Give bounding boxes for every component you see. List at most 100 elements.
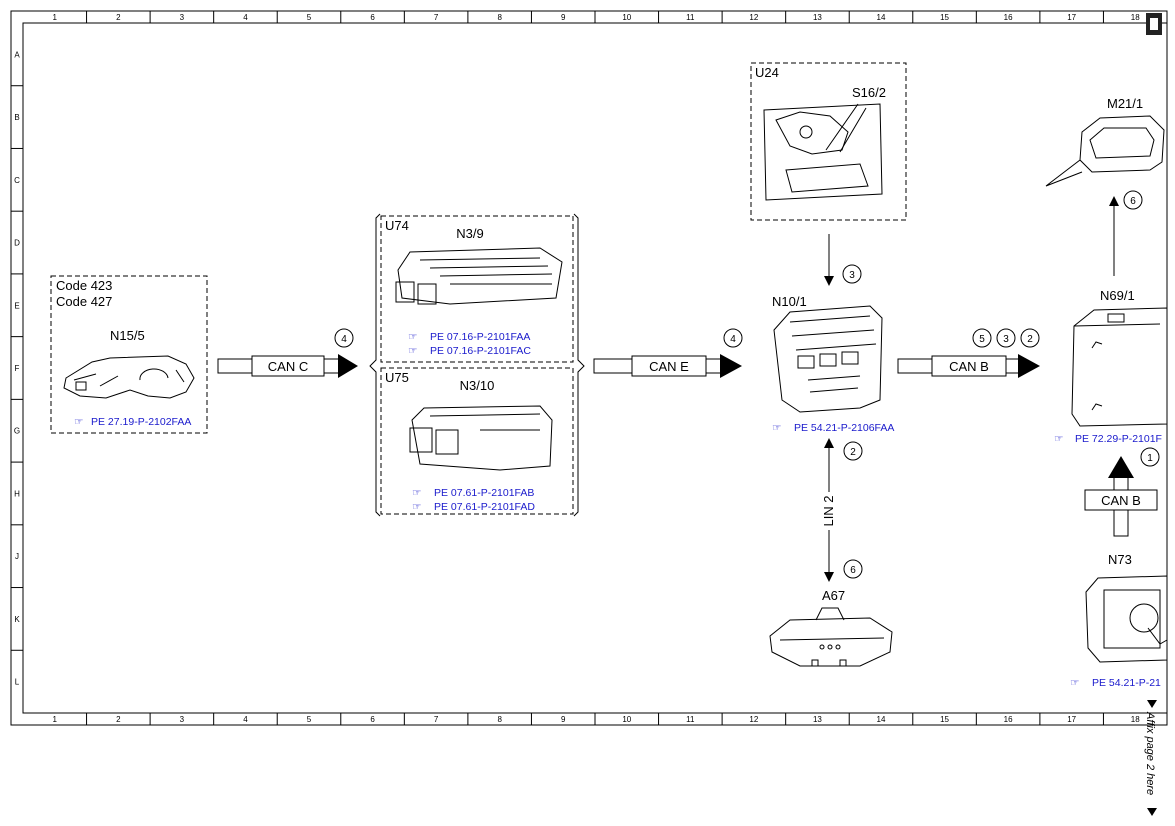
u75-box: U75 N3/10 ☞ PE 07.61-P-2101FAB ☞ PE 07.6… xyxy=(380,367,574,515)
a67-label: A67 xyxy=(822,588,845,603)
n3-9-ref2-icon: ☞ xyxy=(408,345,417,357)
m21-1-mirror: M21/1 6 xyxy=(1045,96,1165,276)
lin2-label: LIN 2 xyxy=(821,495,836,526)
m21-1-label: M21/1 xyxy=(1107,96,1143,111)
grid-col-top-9: 9 xyxy=(561,13,566,22)
u24-box: U24 S16/2 3 xyxy=(750,62,907,286)
n69-1-door-module-drawing xyxy=(1071,307,1168,427)
grid-col-bottom-15: 15 xyxy=(940,715,949,724)
can-b-bus-vertical: CAN B 1 xyxy=(1084,447,1160,537)
can-b-label-2: CAN B xyxy=(1101,493,1141,508)
n15-5-label: N15/5 xyxy=(110,328,145,343)
grid-col-bottom-16: 16 xyxy=(1004,715,1013,724)
u75-label: U75 xyxy=(385,370,409,385)
grid-col-top-3: 3 xyxy=(180,13,185,22)
affix-note-text: Affix page 2 here xyxy=(1144,711,1156,795)
n3-9-ref2[interactable]: PE 07.16-P-2101FAC xyxy=(430,345,531,357)
n3-10-ref2-icon: ☞ xyxy=(412,501,421,513)
grid-col-top-13: 13 xyxy=(813,13,822,22)
code-423-label: Code 423 xyxy=(56,278,112,293)
n15-5-module-drawing xyxy=(63,355,195,399)
grid-col-bottom-9: 9 xyxy=(561,715,566,724)
lin2-line: LIN 2 2 6 xyxy=(819,438,863,582)
grid-col-bottom-2: 2 xyxy=(116,715,121,724)
affix-note: Affix page 2 here xyxy=(1144,700,1157,816)
marker-can-b-a: 5 xyxy=(979,334,985,345)
grid-col-bottom-14: 14 xyxy=(877,715,886,724)
n3-10-ref1-icon: ☞ xyxy=(412,487,421,499)
n69-1-ref-icon: ☞ xyxy=(1054,433,1063,445)
grid-row-C: C xyxy=(14,176,20,185)
grid-col-bottom-12: 12 xyxy=(749,715,758,724)
marker-can-c: 4 xyxy=(341,334,347,345)
grid-col-top-15: 15 xyxy=(940,13,949,22)
n15-5-box: Code 423 Code 427 N15/5 ☞ PE 27.19-P-210… xyxy=(50,275,208,434)
marker-n73: 1 xyxy=(1147,453,1153,464)
grid-col-bottom-10: 10 xyxy=(622,715,631,724)
a67-mirror-drawing xyxy=(769,607,893,667)
n69-1-ref[interactable]: PE 72.29-P-2101F xyxy=(1075,433,1162,445)
can-e-bus: CAN E 4 xyxy=(593,328,743,378)
n3-10-ref1[interactable]: PE 07.61-P-2101FAB xyxy=(434,487,534,499)
grid-col-top-10: 10 xyxy=(622,13,631,22)
s16-2-label: S16/2 xyxy=(852,85,886,100)
grid-col-top-7: 7 xyxy=(434,13,439,22)
n3-9-label: N3/9 xyxy=(456,226,483,241)
n73-ignition-switch-drawing xyxy=(1085,575,1168,663)
n15-5-ref[interactable]: PE 27.19-P-2102FAA xyxy=(91,416,191,428)
marker-can-e: 4 xyxy=(730,334,736,345)
n73-label: N73 xyxy=(1108,552,1132,567)
marker-u24: 3 xyxy=(849,270,855,281)
grid-col-bottom-6: 6 xyxy=(370,715,375,724)
u24-label: U24 xyxy=(755,65,779,80)
s16-2-switch-drawing xyxy=(763,103,883,201)
grid-col-bottom-1: 1 xyxy=(53,715,58,724)
grid-col-top-2: 2 xyxy=(116,13,121,22)
u74-box: U74 N3/9 ☞ PE 07.16-P-2101FAA ☞ PE 07.16… xyxy=(380,215,574,363)
n10-1-label: N10/1 xyxy=(772,294,807,309)
n3-10-ecu-drawing xyxy=(409,405,553,471)
can-e-label: CAN E xyxy=(649,359,689,374)
grid-col-bottom-5: 5 xyxy=(307,715,312,724)
grid-col-top-11: 11 xyxy=(686,13,695,22)
grid-col-bottom-4: 4 xyxy=(243,715,248,724)
can-c-bus: CAN C 4 xyxy=(217,328,358,378)
grid-col-top-17: 17 xyxy=(1067,13,1076,22)
grid-col-top-18: 18 xyxy=(1131,13,1140,22)
grid-col-bottom-3: 3 xyxy=(180,715,185,724)
n73-ref[interactable]: PE 54.21-P-21 xyxy=(1092,677,1161,689)
n10-1-ref[interactable]: PE 54.21-P-2106FAA xyxy=(794,422,894,434)
can-b-bus-horizontal: CAN B 5 3 2 xyxy=(897,328,1040,378)
n10-1-fuse-box-drawing xyxy=(773,305,883,413)
grid-col-bottom-13: 13 xyxy=(813,715,822,724)
grid-row-H: H xyxy=(14,489,20,498)
grid-col-top-14: 14 xyxy=(877,13,886,22)
grid-row-E: E xyxy=(14,301,19,310)
engine-ecu-group xyxy=(369,213,585,517)
n3-10-ref2[interactable]: PE 07.61-P-2101FAD xyxy=(434,501,535,513)
u74-label: U74 xyxy=(385,218,409,233)
grid-col-top-8: 8 xyxy=(497,13,502,22)
grid-row-B: B xyxy=(14,113,19,122)
page-tab-icon xyxy=(1146,13,1162,35)
grid-row-L: L xyxy=(15,678,20,687)
n73-ref-icon: ☞ xyxy=(1070,677,1079,689)
marker-lin-top: 2 xyxy=(850,447,856,458)
n69-1-label: N69/1 xyxy=(1100,288,1135,303)
n3-9-ref1-icon: ☞ xyxy=(408,331,417,343)
n3-9-ref1[interactable]: PE 07.16-P-2101FAA xyxy=(430,331,530,343)
grid-col-bottom-18: 18 xyxy=(1131,715,1140,724)
grid-col-bottom-8: 8 xyxy=(497,715,502,724)
grid-col-top-1: 1 xyxy=(53,13,58,22)
marker-can-b-c: 2 xyxy=(1027,334,1033,345)
n15-5-ref-icon: ☞ xyxy=(74,416,83,428)
code-427-label: Code 427 xyxy=(56,294,112,309)
n73-module: N73 ☞ PE 54.21-P-21 xyxy=(1070,552,1168,689)
marker-mirror: 6 xyxy=(1130,196,1136,207)
grid-col-top-12: 12 xyxy=(749,13,758,22)
m21-1-mirror-drawing xyxy=(1045,115,1165,187)
n10-1-ref-icon: ☞ xyxy=(772,422,781,434)
